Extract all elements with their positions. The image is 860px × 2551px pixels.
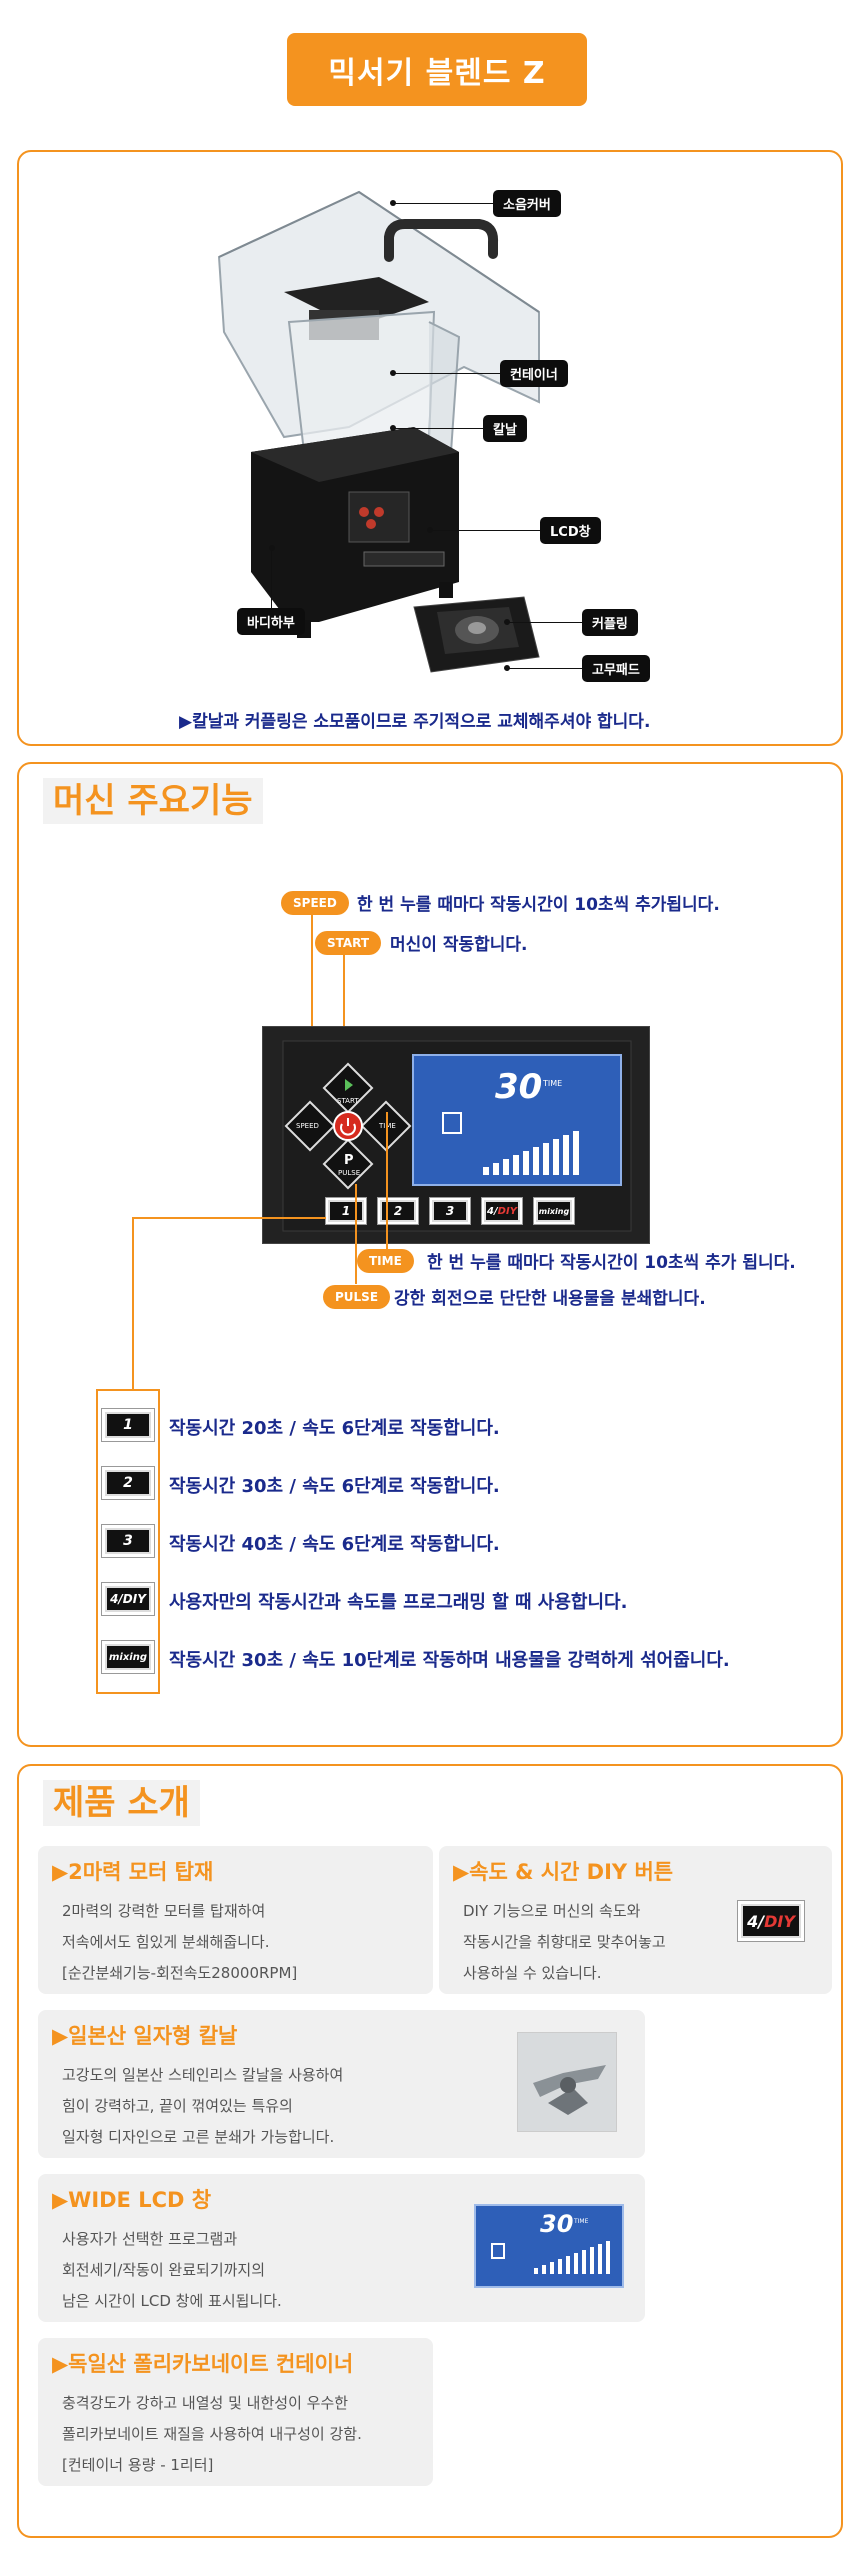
preset-key-1: 1 xyxy=(101,1408,155,1442)
panel-lcd-value: 30 xyxy=(495,1067,543,1107)
speed-desc: 한 번 누를 때마다 작동시간이 10초씩 추가됩니다. xyxy=(357,895,720,915)
blade-photo xyxy=(517,2032,617,2132)
card-container-line: 폴리카보네이트 재질을 사용하여 내구성이 강함. xyxy=(62,2425,362,2443)
panel-p-label: P xyxy=(344,1153,354,1168)
card-lcd-screen: 30 TIME xyxy=(474,2204,624,2288)
parts-note: ▶칼날과 커플링은 소모품이므로 주기적으로 교체해주셔야 합니다. xyxy=(179,712,651,732)
preset-desc-1: 작동시간 20초 / 속도 6단계로 작동합니다. xyxy=(169,1418,500,1439)
card-diy: ▶속도 & 시간 DIY 버튼 DIY 기능으로 머신의 속도와 작동시간을 취… xyxy=(439,1846,832,1994)
panel-speed-label: SPEED xyxy=(296,1122,319,1130)
panel-key-1[interactable]: 1 xyxy=(325,1197,367,1225)
panel-key-3[interactable]: 3 xyxy=(429,1197,471,1225)
label-lcd: LCD창 xyxy=(540,517,601,544)
panel-key-diy: DIY xyxy=(497,1205,517,1217)
time-desc: 한 번 누를 때마다 작동시간이 10초씩 추가 됩니다. xyxy=(427,1253,796,1273)
card-lcd-line: 남은 시간이 LCD 창에 표시됩니다. xyxy=(62,2292,282,2310)
preset-key-2: 2 xyxy=(101,1466,155,1500)
card-diy-title: ▶속도 & 시간 DIY 버튼 xyxy=(453,1860,674,1884)
card-container-line: [컨테이너 용량 - 1리터] xyxy=(62,2456,214,2474)
card-motor-line: 저속에서도 힘있게 분쇄해줍니다. xyxy=(62,1933,270,1951)
parts-panel: 소음커버 컨테이너 칼날 LCD창 커플링 고무패드 바디하부 ▶칼날과 커플링… xyxy=(17,150,843,746)
panel-lcd-unit: TIME xyxy=(543,1079,563,1088)
label-blade: 칼날 xyxy=(483,415,527,442)
preset-desc-mixing: 작동시간 30초 / 속도 10단계로 작동하며 내용물을 강력하게 섞어줍니다… xyxy=(169,1650,730,1671)
card-blade-title: ▶일본산 일자형 칼날 xyxy=(52,2024,238,2048)
card-blade-line: 고강도의 일본산 스테인리스 칼날을 사용하여 xyxy=(62,2066,344,2084)
pulse-desc: 강한 회전으로 단단한 내용물을 분쇄합니다. xyxy=(394,1289,706,1309)
card-motor-line: 2마력의 강력한 모터를 탑재하여 xyxy=(62,1902,266,1920)
badge-num: 4 xyxy=(747,1911,759,1931)
start-pill: START xyxy=(315,931,382,955)
card-container-title: ▶독일산 폴리카보네이트 컨테이너 xyxy=(52,2352,354,2376)
panel-key-mixing[interactable]: mixing xyxy=(533,1197,575,1225)
preset-key-3: 3 xyxy=(101,1524,155,1558)
start-desc: 머신이 작동합니다. xyxy=(390,935,528,955)
control-panel: 30 TIME START SPEED TIME P PULSE 1 2 3 4… xyxy=(262,1026,650,1244)
card-motor: ▶2마력 모터 탑재 2마력의 강력한 모터를 탑재하여 저속에서도 힘있게 분… xyxy=(38,1846,433,1994)
card-diy-badge: 4/DIY xyxy=(737,1900,805,1942)
preset-desc-2: 작동시간 30초 / 속도 6단계로 작동합니다. xyxy=(169,1476,500,1497)
preset-key-4diy: 4/DIY xyxy=(101,1582,155,1616)
panel-pulse-label: PULSE xyxy=(338,1169,361,1177)
card-lcd: ▶WIDE LCD 창 사용자가 선택한 프로그램과 회전세기/작동이 완료되기… xyxy=(38,2174,645,2322)
preset-desc-3: 작동시간 40초 / 속도 6단계로 작동합니다. xyxy=(169,1534,500,1555)
label-container: 컨테이너 xyxy=(500,360,568,387)
panel-key-4diy[interactable]: 4/DIY xyxy=(481,1197,523,1225)
card-lcd-line: 사용자가 선택한 프로그램과 xyxy=(62,2230,238,2248)
intro-panel: 제품 소개 ▶2마력 모터 탑재 2마력의 강력한 모터를 탑재하여 저속에서도… xyxy=(17,1764,843,2538)
badge-diy: DIY xyxy=(764,1911,795,1931)
card-lcd-unit: TIME xyxy=(574,2218,589,2225)
card-motor-line: [순간분쇄기능-회전속도28000RPM] xyxy=(62,1964,298,1982)
card-container: ▶독일산 폴리카보네이트 컨테이너 충격강도가 강하고 내열성 및 내한성이 우… xyxy=(38,2338,433,2486)
panel-key-4-num: 4 xyxy=(487,1205,495,1217)
card-lcd-line: 회전세기/작동이 완료되기까지의 xyxy=(62,2261,266,2279)
speed-pill: SPEED xyxy=(281,891,349,915)
features-title: 머신 주요기능 xyxy=(43,778,263,824)
label-cover: 소음커버 xyxy=(493,190,561,217)
card-motor-title: ▶2마력 모터 탑재 xyxy=(52,1860,214,1884)
time-pill: TIME xyxy=(357,1249,414,1273)
preset-key-mixing: mixing xyxy=(101,1640,155,1674)
features-panel: 머신 주요기능 SPEED 한 번 누를 때마다 작동시간이 10초씩 추가됩니… xyxy=(17,762,843,1747)
page-title: 믹서기 블렌드 Z xyxy=(287,33,587,106)
pulse-pill: PULSE xyxy=(323,1285,391,1309)
blender-illustration xyxy=(217,190,540,673)
card-blade: ▶일본산 일자형 칼날 고강도의 일본산 스테인리스 칼날을 사용하여 힘이 강… xyxy=(38,2010,645,2158)
card-diy-line: 작동시간을 취향대로 맞추어놓고 xyxy=(463,1933,666,1951)
card-diy-line: DIY 기능으로 머신의 속도와 xyxy=(463,1902,641,1920)
card-lcd-title: ▶WIDE LCD 창 xyxy=(52,2188,212,2212)
preset-desc-4diy: 사용자만의 작동시간과 속도를 프로그래밍 할 때 사용합니다. xyxy=(169,1592,628,1613)
intro-title: 제품 소개 xyxy=(43,1780,200,1826)
label-body: 바디하부 xyxy=(237,608,305,635)
label-pad: 고무패드 xyxy=(582,655,650,682)
card-lcd-value: 30 xyxy=(540,2210,574,2238)
label-coupling: 커플링 xyxy=(582,609,638,636)
card-blade-line: 일자형 디자인으로 고른 분쇄가 가능합니다. xyxy=(62,2128,335,2146)
card-diy-line: 사용하실 수 있습니다. xyxy=(463,1964,602,1982)
card-blade-line: 힘이 강력하고, 끝이 꺾여있는 특유의 xyxy=(62,2097,293,2115)
panel-key-2[interactable]: 2 xyxy=(377,1197,419,1225)
card-container-line: 충격강도가 강하고 내열성 및 내한성이 우수한 xyxy=(62,2394,349,2412)
panel-start-label: START xyxy=(337,1097,359,1105)
